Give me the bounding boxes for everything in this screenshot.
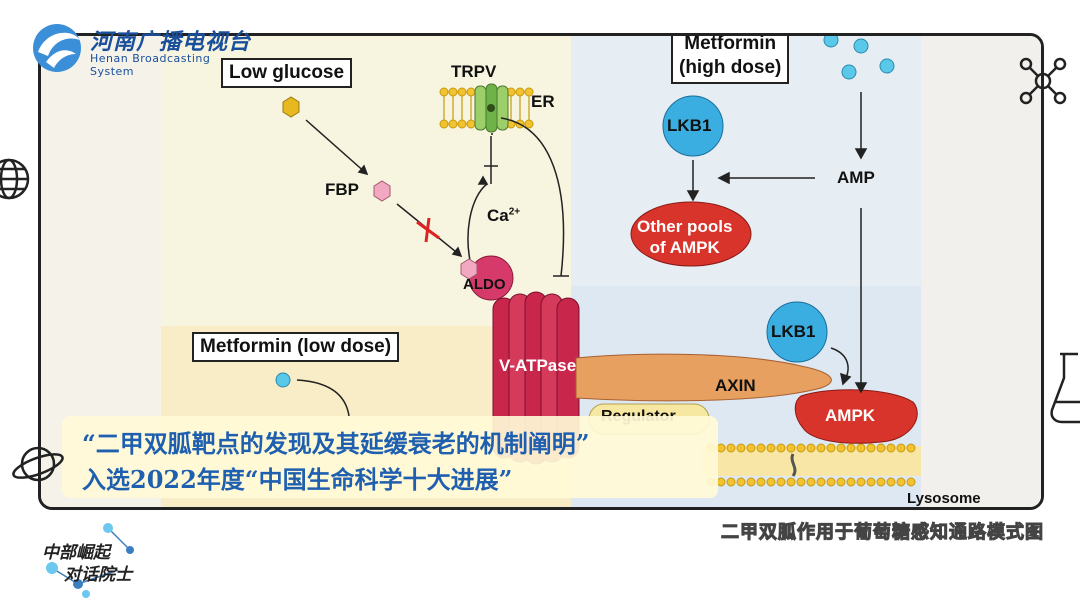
ampk-label: AMPK — [825, 406, 876, 425]
lysosome-membrane — [701, 443, 921, 487]
highlight-banner: “二甲双胍靶点的发现及其延缓衰老的机制阐明” 入选2022年度“中国生命科学十大… — [62, 416, 718, 498]
calcium-superscript: 2+ — [508, 206, 521, 218]
banner-line-2: 入选2022年度“中国生命科学十大进展” — [82, 465, 513, 494]
axin-label: AXIN — [715, 376, 756, 395]
logo-chinese-name: 河南广播电视台 — [90, 29, 252, 55]
other-ampk-pools — [630, 201, 752, 267]
v-atpase-label: V-ATPase — [499, 356, 577, 375]
metformin-molecule-low — [275, 372, 291, 388]
figure-caption: 二甲双胍作用于葡萄糖感知通路模式图 — [721, 522, 1044, 544]
fbp-hexagon — [373, 180, 391, 202]
lkb1-top-label: LKB1 — [667, 116, 712, 135]
other-pools-line2: of AMPK — [649, 238, 720, 257]
metformin-molecules-high — [823, 36, 895, 80]
trpv-label: TRPV — [451, 62, 497, 81]
planet-icon — [12, 446, 64, 482]
amp-label: AMP — [837, 168, 875, 187]
globe-icon — [0, 158, 30, 200]
program-name-line2: 对话院士 — [64, 565, 132, 585]
aldo-label: ALDO — [463, 276, 506, 293]
logo-english-name: Henan Broadcasting System — [90, 52, 211, 78]
metformin-low-dose-label: Metformin (low dose) — [192, 332, 400, 362]
trpv-channel — [474, 83, 509, 133]
ampk-protein — [794, 389, 918, 444]
lkb1-bottom-label: LKB1 — [771, 322, 816, 341]
flask-icon — [1050, 352, 1080, 424]
metformin-high-dose-line2: (high dose) — [679, 57, 782, 78]
molecule-icon — [1019, 57, 1067, 105]
metformin-high-dose-line1: Metformin — [684, 33, 777, 54]
program-name-line1: 中部崛起 — [42, 543, 110, 563]
glucose-hexagon — [282, 96, 300, 118]
pathway-arrows-right — [686, 92, 868, 394]
calcium-text: Ca — [487, 206, 509, 225]
molecule-network-icon — [46, 523, 134, 598]
fbp-label: FBP — [325, 180, 359, 199]
lkb1-protein-top — [662, 95, 724, 157]
program-logo: 中部崛起 对话院士 — [38, 520, 148, 600]
er-label: ER — [531, 92, 555, 111]
metformin-high-dose-label: Metformin (high dose) — [671, 33, 790, 84]
inhibition-cross — [416, 217, 440, 243]
henan-broadcasting-logo: 河南广播电视台 Henan Broadcasting System — [28, 22, 258, 80]
banner-line-1: “二甲双胍靶点的发现及其延缓衰老的机制阐明” — [82, 429, 590, 458]
other-pools-label: Other pools of AMPK — [637, 216, 732, 258]
axin-protein — [575, 353, 832, 402]
er-membrane — [439, 87, 534, 129]
broadcaster-emblem-icon — [33, 24, 81, 72]
calcium-label: Ca2+ — [487, 206, 520, 226]
lkb1-protein-bottom — [766, 301, 828, 363]
lysosome-label: Lysosome — [907, 490, 981, 507]
other-pools-line1: Other pools — [637, 217, 733, 236]
low-glucose-label: Low glucose — [221, 58, 353, 88]
